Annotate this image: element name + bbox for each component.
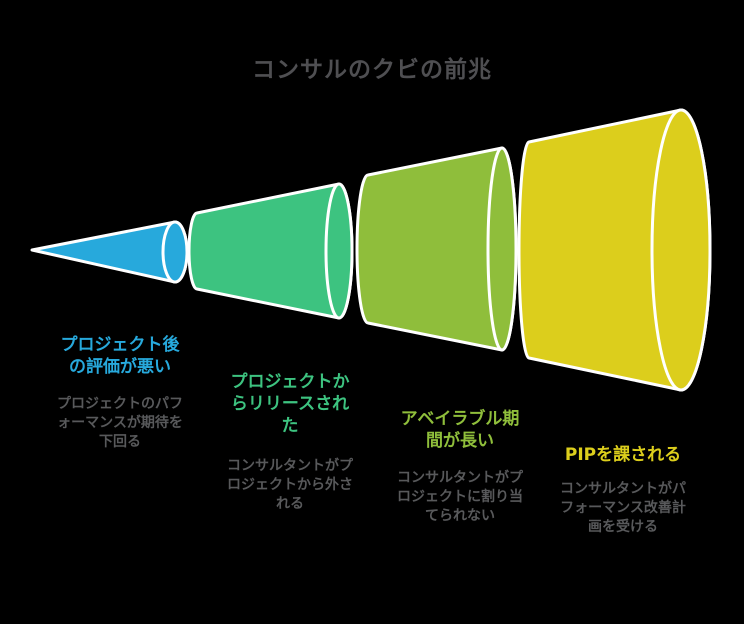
stage-1-heading: プロジェクト後 の評価が悪い: [60, 335, 180, 377]
stage-4-heading: PIPを課される: [564, 445, 682, 465]
page-title: コンサルのクビの前兆: [252, 57, 492, 83]
funnel-stage-2-cap: [324, 182, 354, 320]
stage-1-description: プロジェクトのパフ ォーマンスが期待を 下回る: [57, 396, 183, 450]
stage-2-description: コンサルタントがプ ロジェクトから外さ れる: [227, 458, 353, 512]
stage-2-heading: プロジェクトか らリリースされ た: [230, 372, 350, 436]
funnel-stage-1-cap: [161, 220, 189, 284]
stage-3-description: コンサルタントがプ ロジェクトに割り当 てられない: [397, 470, 523, 524]
stage-3-heading: アベイラブル期 間が長い: [400, 409, 520, 451]
funnel-stage-4-cap: [650, 108, 712, 392]
funnel-stage-3-cap: [486, 146, 518, 352]
stage-4-description: コンサルタントがパ フォーマンス改善計 画を受ける: [560, 481, 686, 535]
